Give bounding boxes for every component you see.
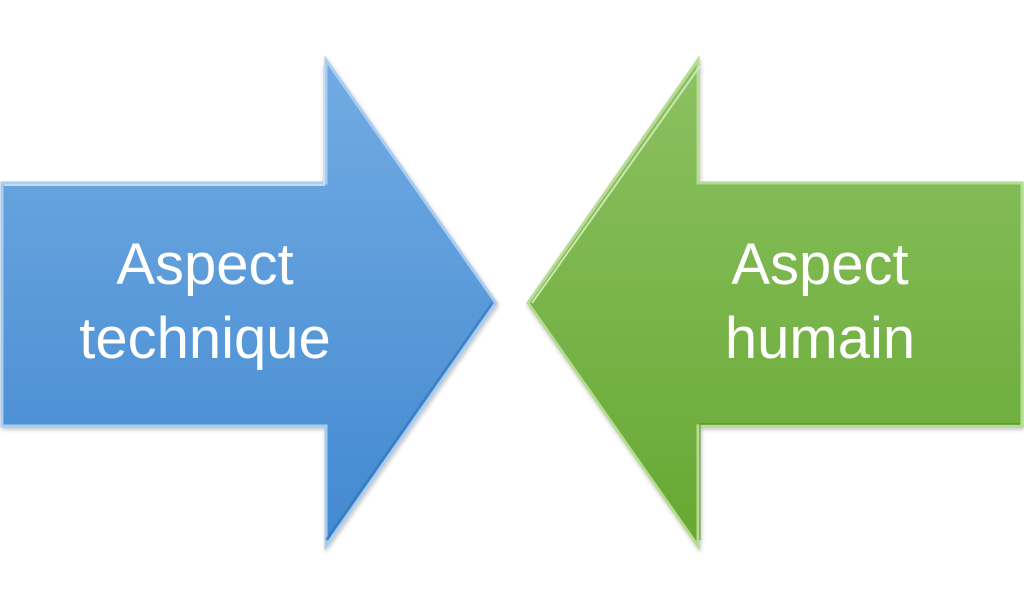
right-arrow-line1: Aspect — [731, 232, 909, 297]
left-arrow-label: Aspect technique — [20, 228, 390, 376]
left-arrow-line1: Aspect — [116, 232, 294, 297]
right-arrow-shape — [526, 55, 1024, 551]
left-arrow-line2: technique — [79, 306, 331, 371]
left-arrow-shape — [0, 55, 498, 551]
right-arrow-line2: humain — [724, 306, 916, 371]
right-arrow-label: Aspect humain — [640, 228, 1000, 376]
